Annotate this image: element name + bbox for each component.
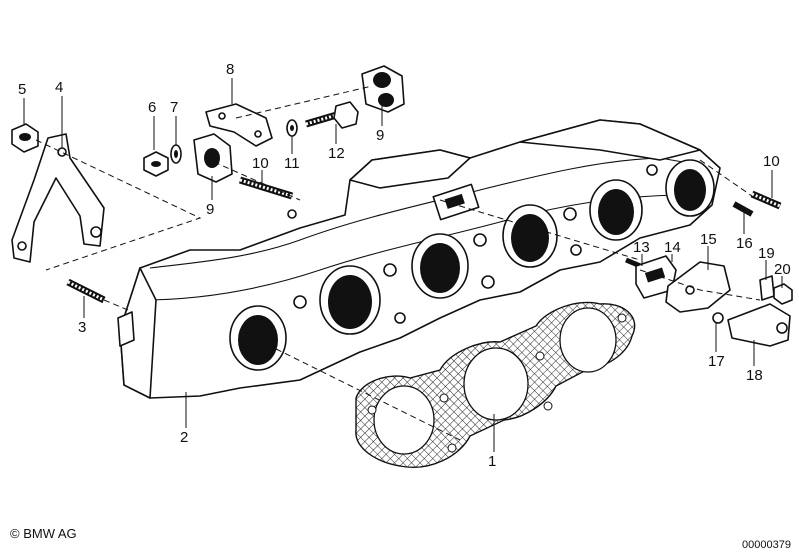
callout-7: 7 <box>170 99 178 116</box>
ring-17 <box>712 312 724 324</box>
bracket-8 <box>205 103 273 147</box>
leader-lines <box>23 78 783 452</box>
pin-16 <box>732 201 754 217</box>
diagram-reference-number: 00000379 <box>742 539 791 551</box>
support-bracket <box>11 133 105 263</box>
hex-nut-5 <box>11 123 39 153</box>
washer-11 <box>286 119 298 137</box>
callout-15: 15 <box>700 231 717 248</box>
callout-labels: 1 2 3 4 5 6 7 8 9 9 10 10 11 12 13 14 15… <box>18 61 791 470</box>
stud-3 <box>66 278 106 304</box>
callout-2: 2 <box>180 429 188 446</box>
bolt-12 <box>305 101 359 129</box>
nut-20 <box>773 283 793 305</box>
callout-3: 3 <box>78 319 86 336</box>
callout-9-left: 9 <box>206 201 214 218</box>
nut-6 <box>143 151 169 177</box>
callout-10-right: 10 <box>763 153 780 170</box>
manifold-gasket <box>355 301 636 468</box>
callout-11: 11 <box>284 155 300 172</box>
callout-10-left: 10 <box>252 155 269 172</box>
callout-8: 8 <box>226 61 234 78</box>
washer-7 <box>170 144 182 164</box>
callout-20: 20 <box>774 261 791 278</box>
clip-19 <box>759 275 775 301</box>
spacer-9-left <box>193 133 233 183</box>
callout-18: 18 <box>746 367 763 384</box>
stud-10-right <box>750 190 782 210</box>
callout-1: 1 <box>488 453 496 470</box>
callout-9-right: 9 <box>376 127 384 144</box>
callout-6: 6 <box>148 99 156 116</box>
stud-10-left <box>238 176 294 200</box>
intake-manifold <box>117 119 721 399</box>
assembly-lines <box>35 85 761 441</box>
callout-14: 14 <box>664 239 681 256</box>
callout-17: 17 <box>708 353 725 370</box>
callout-4: 4 <box>55 79 63 96</box>
valve-18 <box>727 303 791 347</box>
copyright-notice: © BMW AG <box>10 526 77 541</box>
housing-15 <box>665 261 731 313</box>
callout-16: 16 <box>736 235 753 252</box>
callout-12: 12 <box>328 145 345 162</box>
spacer-9-right <box>361 65 405 113</box>
callout-19: 19 <box>758 245 775 262</box>
callout-5: 5 <box>18 81 26 98</box>
callout-13: 13 <box>633 239 650 256</box>
